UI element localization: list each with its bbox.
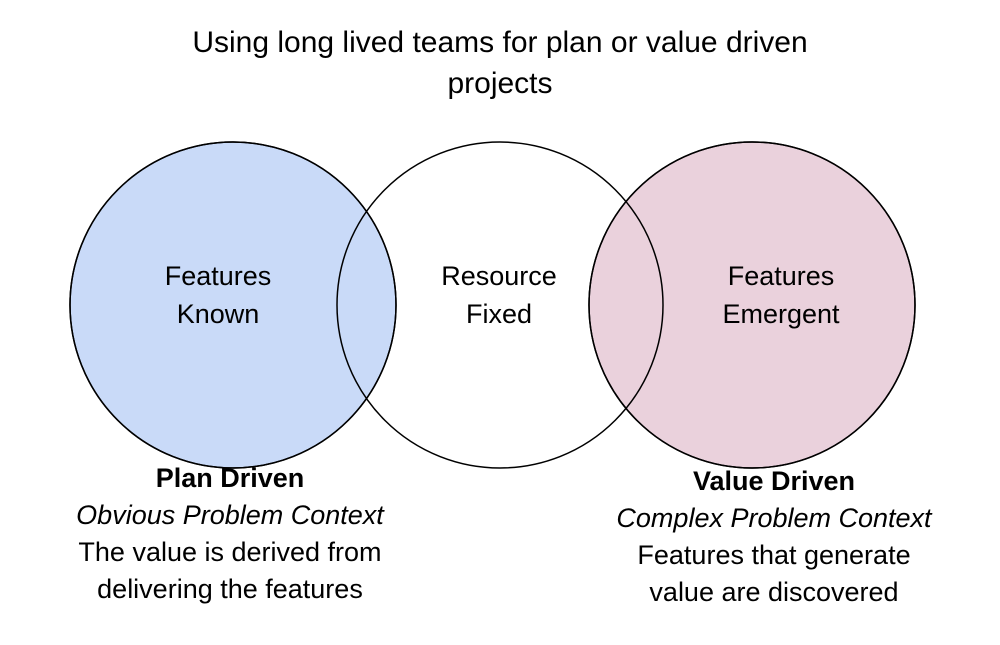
plan-driven-heading: Plan Driven: [155, 463, 305, 493]
value-driven-context: Complex Problem Context: [616, 503, 932, 533]
value-driven-description-line-1: Features that generate: [637, 540, 911, 570]
diagram-title-line-2: projects: [447, 67, 553, 100]
right-circle-label-line-2: Emergent: [722, 299, 840, 329]
left-circle-label-line-1: Features: [165, 261, 272, 291]
value-driven-heading: Value Driven: [692, 466, 856, 496]
plan-driven-description-line-1: The value is derived from: [78, 537, 382, 567]
plan-driven-context: Obvious Problem Context: [76, 500, 384, 530]
value-driven-description-line-2: value are discovered: [649, 577, 899, 607]
plan-driven-circle-outline: [69, 141, 397, 469]
plan-driven-description-line-2: delivering the features: [97, 574, 363, 604]
diagram-title-line-1: Using long lived teams for plan or value…: [192, 26, 808, 59]
right-circle-label-line-1: Features: [728, 261, 835, 291]
left-circle-label-line-2: Known: [177, 299, 260, 329]
plan-driven-caption: Plan Driven Obvious Problem Context The …: [0, 460, 460, 608]
value-driven-circle-outline: [588, 141, 916, 469]
center-circle-label-line-2: Fixed: [466, 299, 532, 329]
value-driven-caption: Value Driven Complex Problem Context Fea…: [544, 463, 1000, 611]
resource-circle: [336, 141, 664, 469]
center-circle-label-line-1: Resource: [441, 261, 557, 291]
